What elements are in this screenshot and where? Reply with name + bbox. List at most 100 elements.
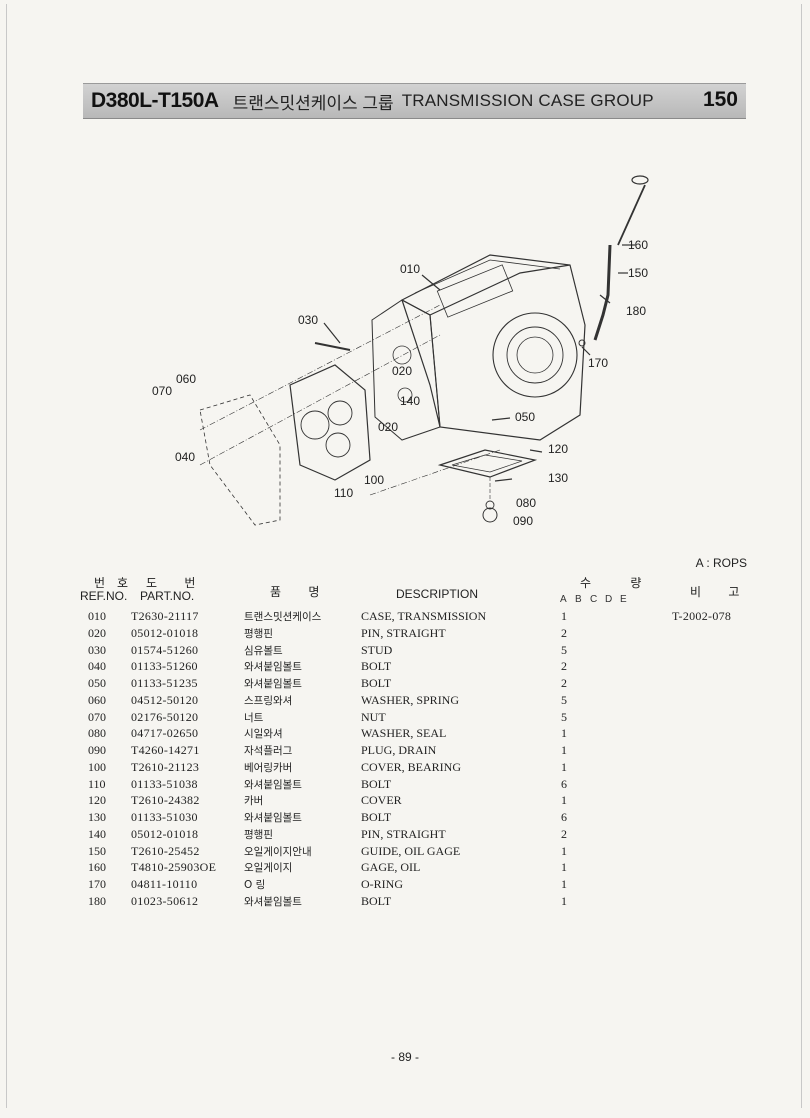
- name-korean: 스프링와셔: [244, 694, 293, 707]
- ref-no: 080: [88, 726, 106, 741]
- quantity: 5: [561, 642, 567, 657]
- name-korean: 시일와셔: [244, 728, 283, 741]
- name-korean: 너트: [244, 711, 264, 724]
- name-korean: 트랜스밋션케이스: [244, 611, 322, 623]
- quantity: 1: [561, 759, 567, 774]
- part-no: 04717-02650: [131, 726, 199, 741]
- name-korean: 베어링카버: [244, 761, 293, 774]
- description: PIN, STRAIGHT: [361, 625, 446, 640]
- quantity: 5: [561, 692, 567, 707]
- callout-040: 040: [175, 450, 195, 464]
- description: BOLT: [361, 893, 392, 908]
- description: NUT: [361, 709, 386, 724]
- page-border: [6, 4, 802, 1108]
- callout-180: 180: [626, 304, 646, 318]
- description: GAGE, OIL: [361, 860, 421, 875]
- callout-030: 030: [298, 313, 318, 327]
- part-no: 01574-51260: [131, 642, 199, 657]
- part-no: T2610-24382: [131, 793, 200, 808]
- name-korean: 와셔붙임볼트: [244, 678, 302, 690]
- col-ref: 번호 REF.NO.: [80, 576, 141, 603]
- description: PLUG, DRAIN: [361, 743, 437, 757]
- diagram-svg: 010 020 020 030 040 050 060 070 080 090 …: [152, 175, 649, 528]
- description: O-RING: [361, 877, 403, 891]
- description: BOLT: [361, 676, 392, 690]
- quantity: 1: [561, 893, 567, 908]
- description: COVER: [361, 793, 402, 808]
- description: GUIDE, OIL GAGE: [361, 843, 461, 858]
- col-description: DESCRIPTION: [396, 587, 479, 601]
- page-number: - 89 -: [390, 1050, 419, 1064]
- callout-110: 110: [334, 486, 353, 500]
- part-no: T2630-21117: [131, 609, 199, 623]
- callout-100: 100: [364, 473, 384, 487]
- description: BOLT: [361, 659, 392, 674]
- transmission-case-shape: [401, 254, 586, 441]
- ref-no: 160: [88, 860, 106, 875]
- table-row: 060 04512-50120 스프링와셔 WASHER, SPRING 5: [0, 693, 810, 710]
- ref-no: 060: [88, 692, 106, 707]
- col-part: 도 번 PART.NO.: [140, 577, 207, 603]
- exploded-parts-diagram: 010 020 020 030 040 050 060 070 080 090 …: [140, 165, 670, 545]
- callout-150: 150: [628, 266, 648, 280]
- part-no: 01133-51260: [131, 659, 198, 674]
- quantity: 2: [561, 659, 567, 674]
- quantity: 1: [561, 793, 567, 808]
- col-ref-ko: 번호: [94, 576, 141, 590]
- description: WASHER, SPRING: [361, 692, 460, 707]
- ref-no: 050: [88, 676, 106, 690]
- bearing-cover-shape: [289, 364, 371, 481]
- name-korean: 오일게이지: [244, 862, 293, 875]
- quantity: 1: [561, 609, 567, 623]
- quantity: 6: [561, 776, 567, 791]
- col-name-ko: 품 명: [270, 585, 332, 599]
- description: CASE, TRANSMISSION: [361, 609, 487, 623]
- description: BOLT: [361, 776, 392, 791]
- callout-020: 020: [392, 364, 412, 378]
- ref-no: 110: [88, 776, 106, 791]
- name-korean: 평행핀: [244, 828, 273, 841]
- part-no: 01133-51030: [131, 810, 198, 824]
- part-no: T4260-14271: [131, 743, 200, 757]
- ref-no: 100: [88, 759, 106, 774]
- callout-140: 140: [400, 394, 420, 408]
- quantity: 1: [561, 726, 567, 741]
- ref-no: 130: [88, 810, 106, 824]
- quantity: 6: [561, 810, 567, 824]
- ref-no: 120: [88, 793, 106, 808]
- name-korean: 자석플러그: [244, 745, 293, 757]
- callout-070: 070: [152, 384, 172, 398]
- description: BOLT: [361, 810, 392, 824]
- ref-no: 040: [88, 659, 106, 674]
- name-korean: 오일게이지안내: [244, 845, 312, 858]
- callout-050: 050: [515, 410, 535, 424]
- ref-no: 180: [88, 893, 106, 908]
- name-korean: 심유볼트: [244, 644, 283, 657]
- quantity: 1: [561, 877, 567, 891]
- callout-130: 130: [548, 471, 568, 485]
- name-korean: 카버: [244, 795, 264, 808]
- description: WASHER, SEAL: [361, 726, 447, 741]
- group-page-code: 150: [702, 88, 738, 111]
- rops-note: A : ROPS: [695, 556, 747, 570]
- quantity: 2: [561, 676, 567, 690]
- name-korean: 와셔붙임볼트: [244, 778, 302, 791]
- ref-no: 170: [88, 877, 106, 891]
- callout-120: 120: [548, 442, 568, 456]
- name-korean: 와셔붙임볼트: [244, 895, 302, 908]
- callout-080: 080: [516, 496, 536, 510]
- part-no: 04512-50120: [131, 692, 199, 707]
- quantity: 2: [561, 826, 567, 841]
- part-no: 04811-10110: [131, 877, 198, 891]
